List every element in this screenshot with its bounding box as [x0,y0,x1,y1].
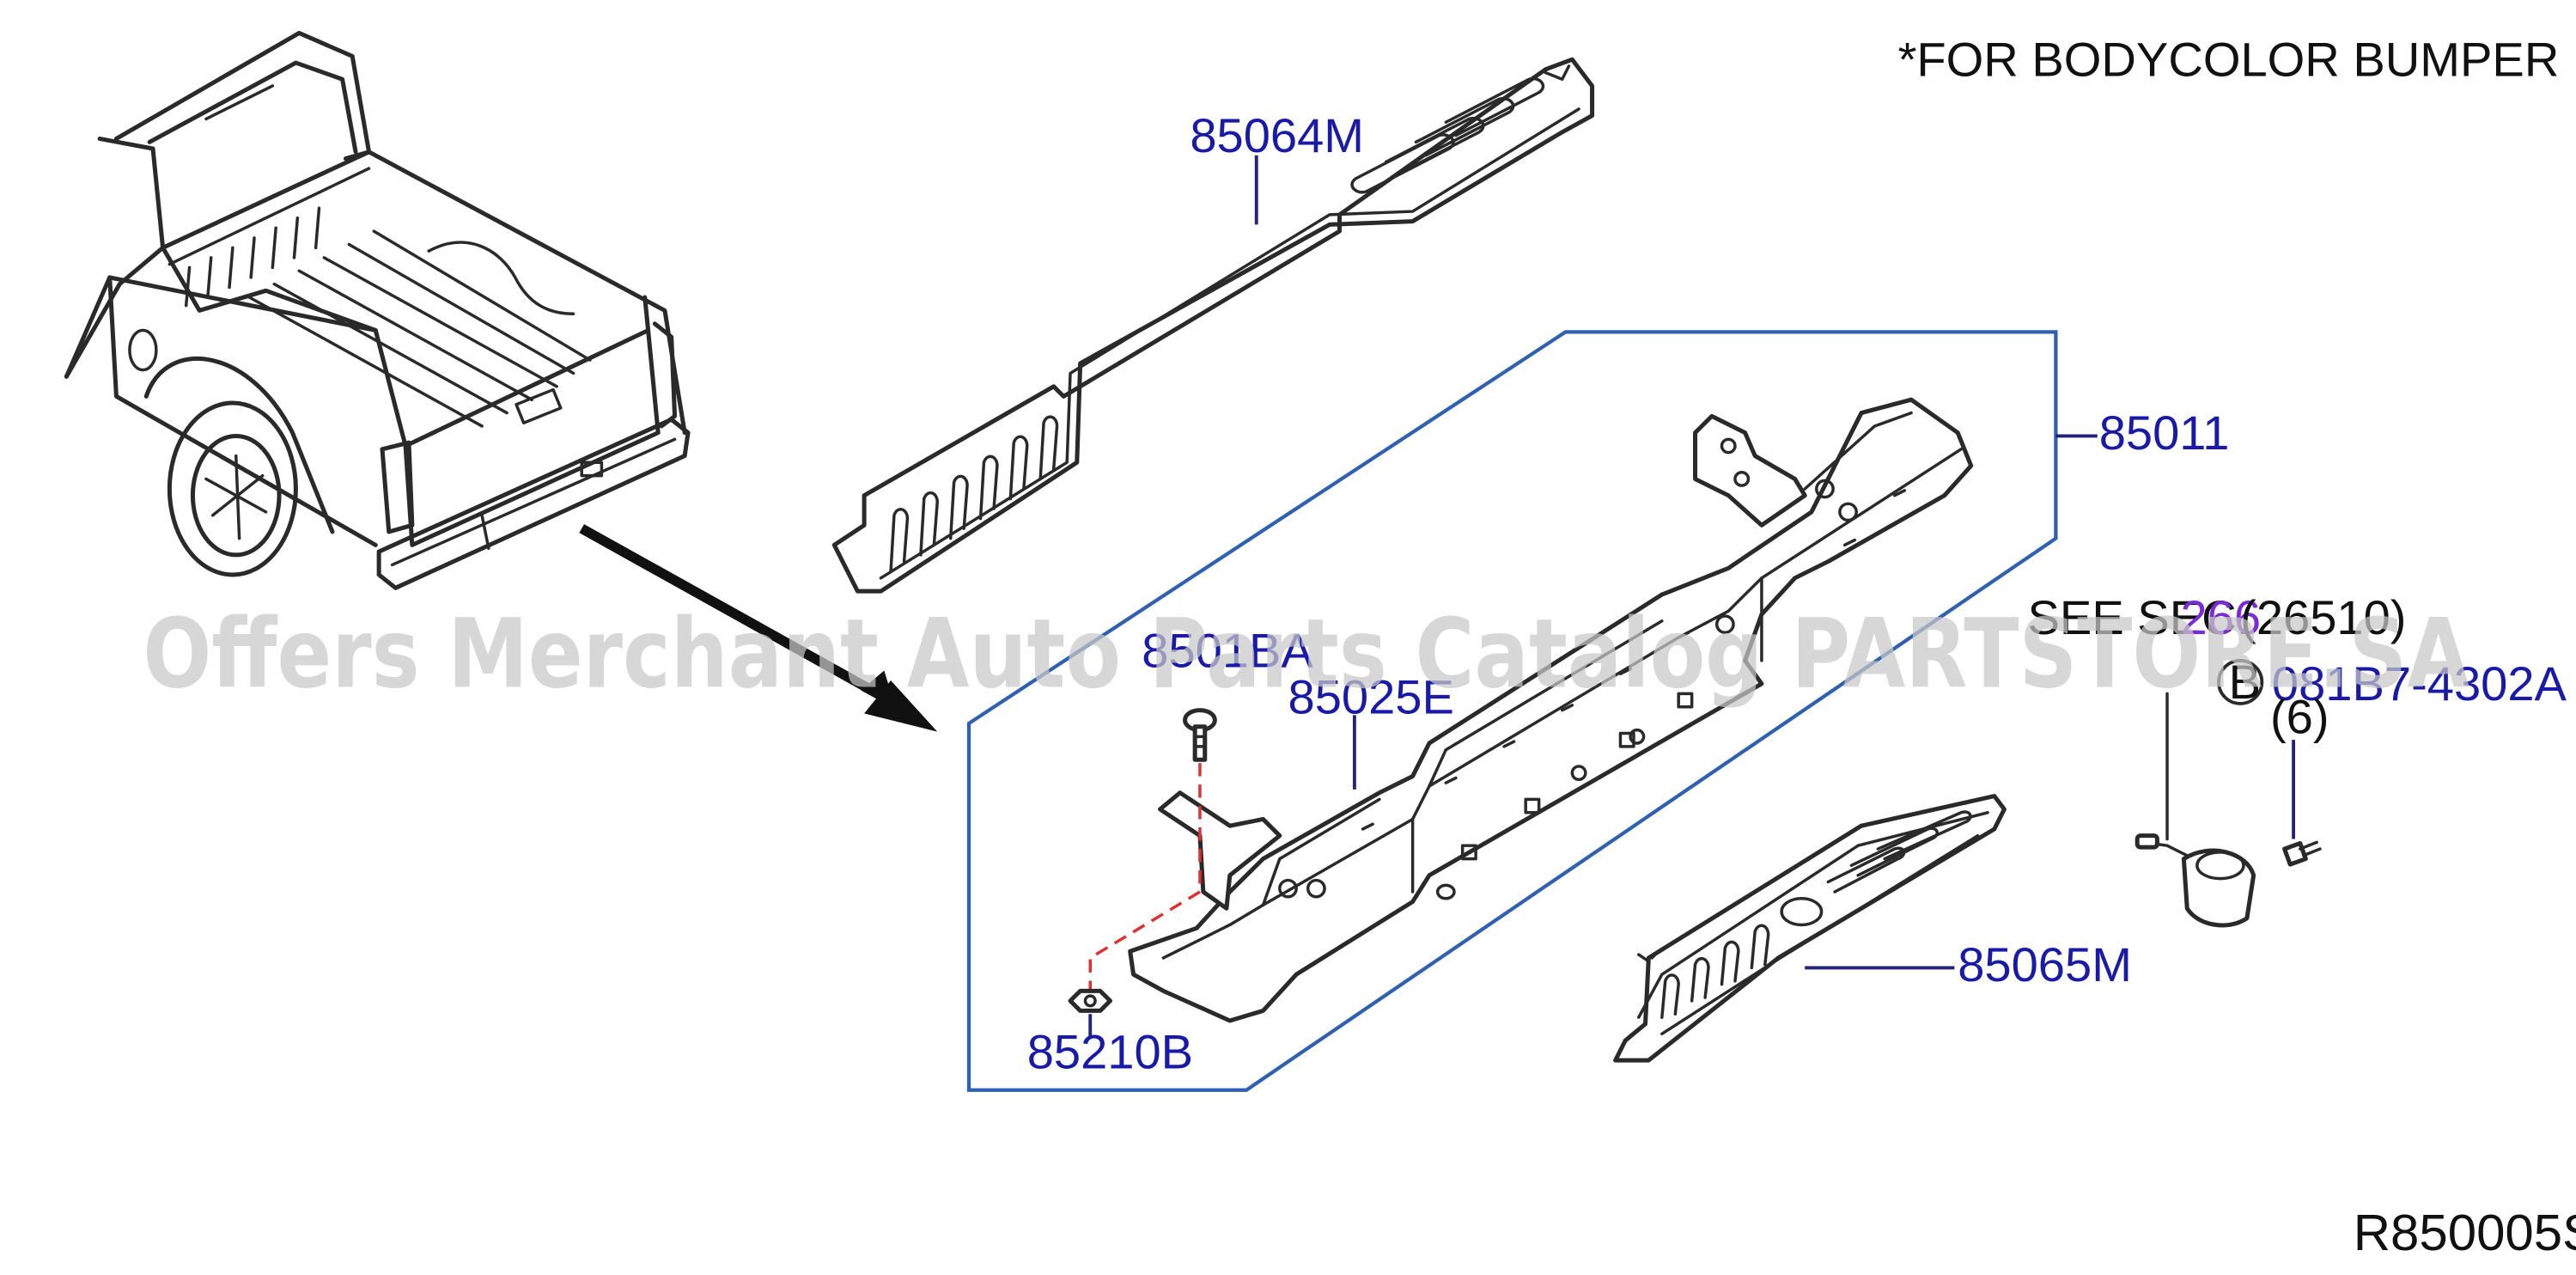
step-pad-upper [831,57,1595,594]
bolt [2282,840,2322,867]
label-8501BA: 8501BA [1142,624,1313,678]
label-85210B: 85210B [1027,1025,1193,1079]
red-dashed-path [1088,763,1202,991]
nut [1068,988,1112,1013]
label-85025E: 85025E [1288,670,1454,724]
bolt-b-symbol [2217,658,2264,705]
see-sec-suffix: (26510) [2240,590,2406,644]
watermark: Offers Merchant Auto Parts Catalog PARTS… [143,599,2469,711]
label-85065M: 85065M [1958,937,2132,991]
bolt-quantity: (6) [2270,690,2329,744]
see-sec-number[interactable]: 266 [2181,590,2262,644]
see-sec-prefix: SEE SEC. [2028,590,2250,644]
bodycolor-note: *FOR BODYCOLOR BUMPER [1898,33,2560,87]
label-85011: 85011 [2099,406,2230,460]
drawing-id: R850005S [2354,1204,2576,1261]
license-lamp [2134,692,2256,928]
bolt-symbol-letter: B [2229,655,2261,709]
bumper-frame [1128,397,1974,1023]
direction-arrow [579,524,938,732]
assembly-frame [966,330,2058,1092]
truck-illustration [64,30,691,590]
step-pad-lower [1613,794,2007,1063]
label-85064M: 85064M [1190,108,1364,162]
clip-top [1183,708,1217,762]
label-081B7-4302A: 081B7-4302A [2272,656,2567,711]
